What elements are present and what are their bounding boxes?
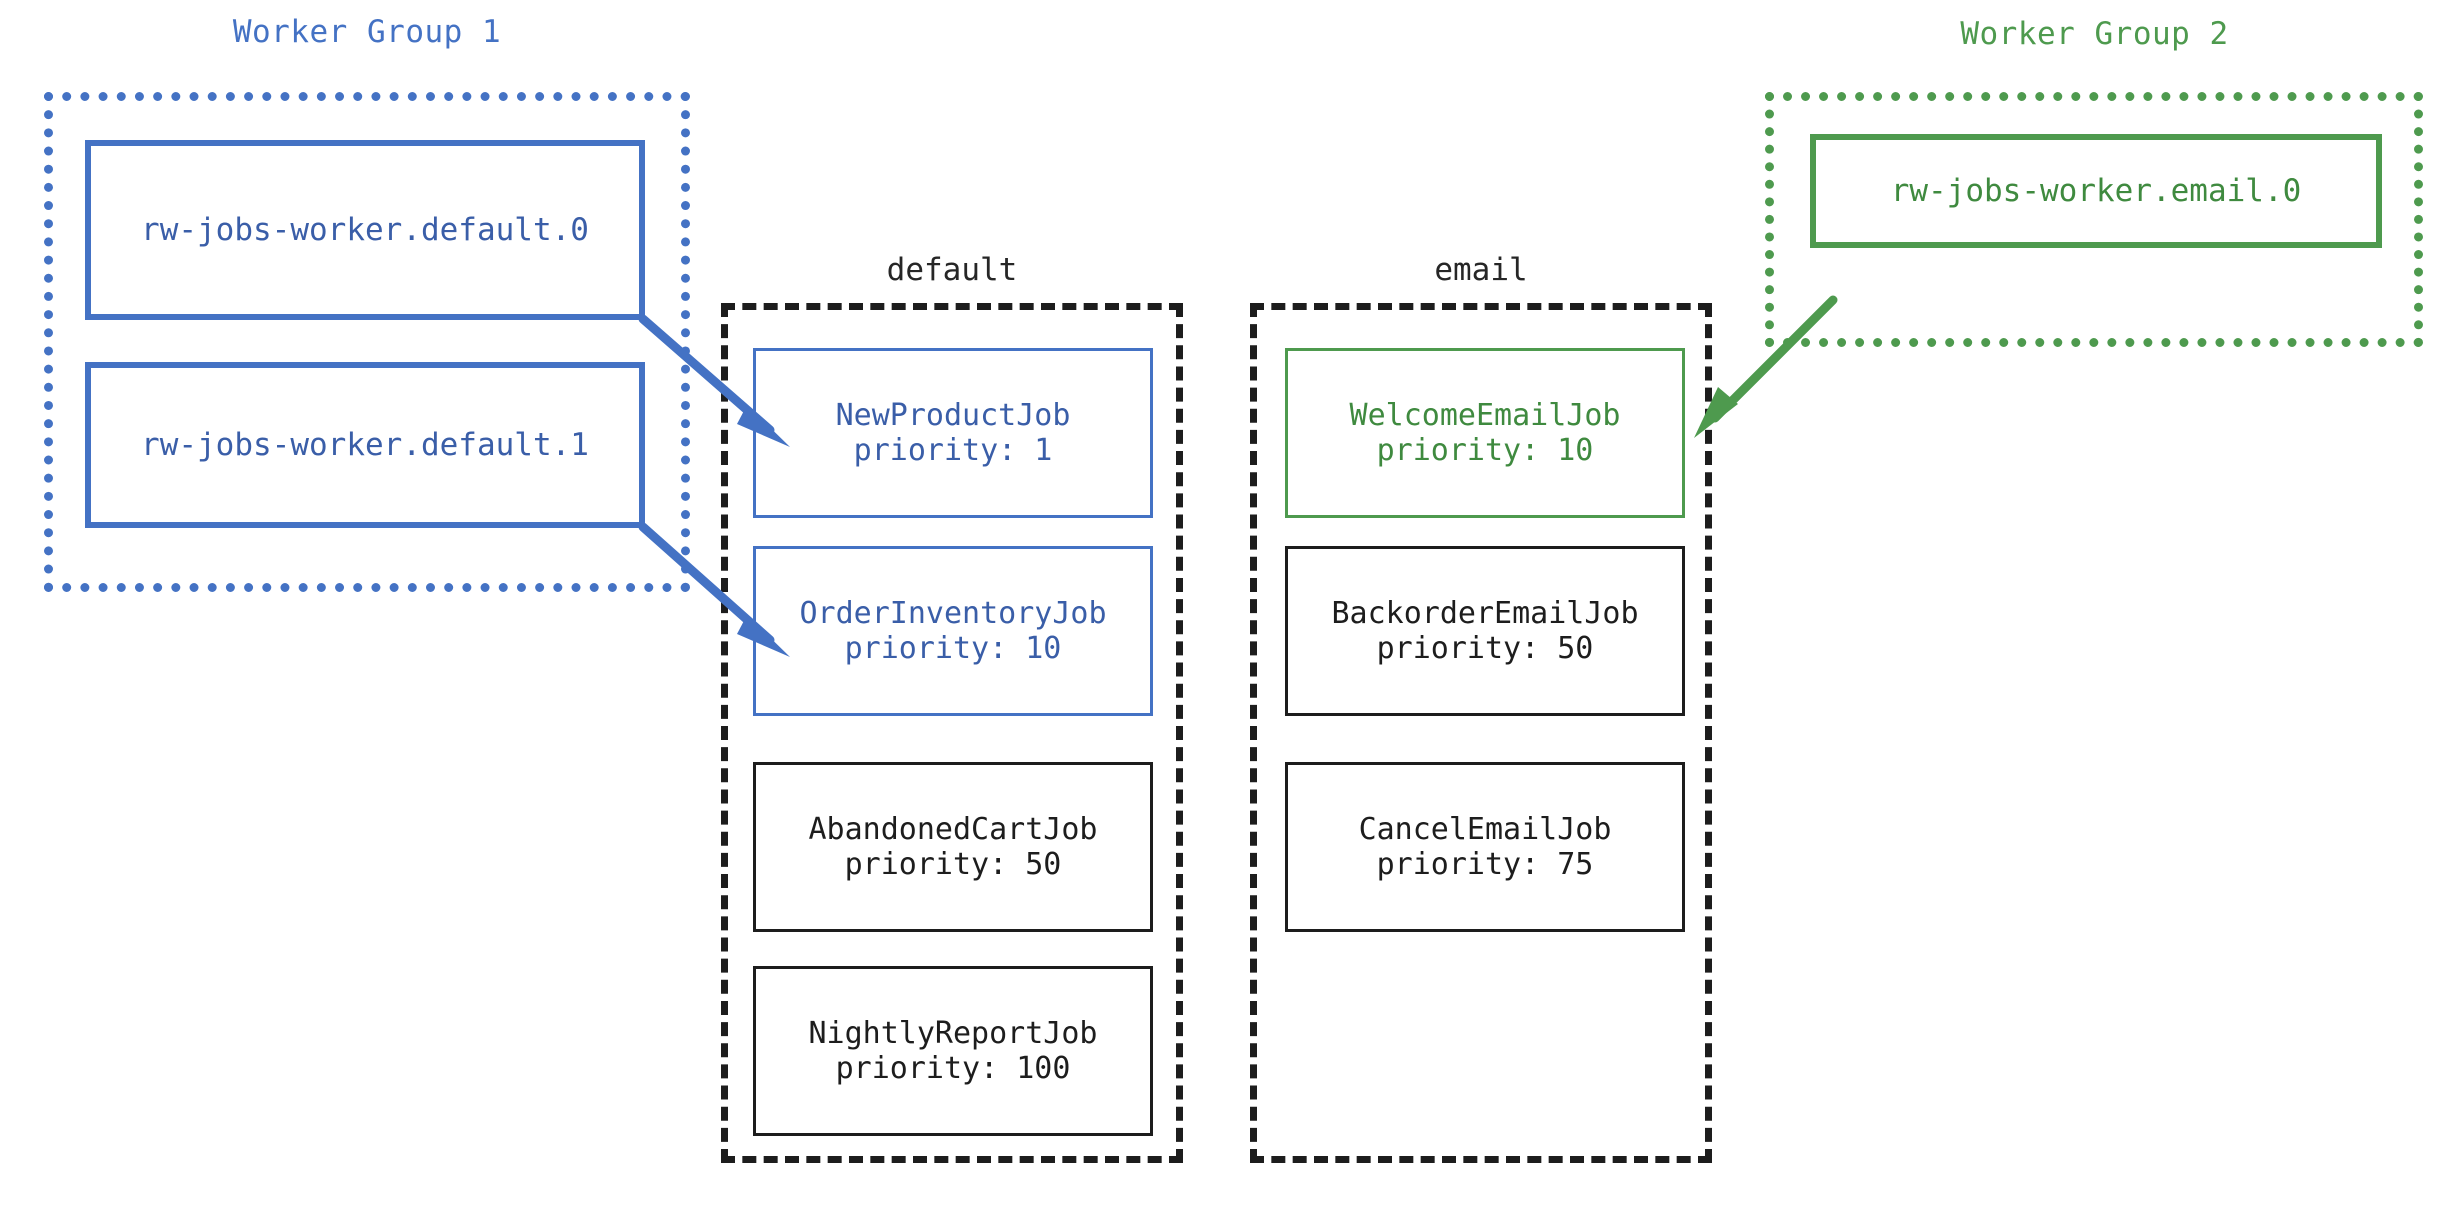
job-name: NightlyReportJob: [808, 1015, 1098, 1051]
worker-group-2-title: Worker Group 2: [1960, 16, 2229, 52]
worker-node-label: rw-jobs-worker.email.0: [1890, 173, 2302, 209]
job-name: BackorderEmailJob: [1331, 595, 1639, 631]
queue-container-email: [1250, 303, 1712, 1163]
queue-title-default: default: [886, 252, 1018, 288]
job-box-welcome-email-job[interactable]: WelcomeEmailJob priority: 10: [1285, 348, 1685, 518]
job-priority: priority: 100: [835, 1051, 1071, 1086]
worker-group-1-title: Worker Group 1: [232, 14, 502, 50]
job-priority: priority: 10: [1376, 433, 1594, 468]
queue-title-email: email: [1434, 252, 1528, 288]
worker-node-email-0[interactable]: rw-jobs-worker.email.0: [1810, 134, 2382, 248]
worker-group-2-container: [1765, 92, 2423, 347]
job-name: WelcomeEmailJob: [1349, 397, 1621, 433]
queue-container-default: [721, 303, 1183, 1163]
job-priority: priority: 10: [844, 631, 1062, 666]
job-name: CancelEmailJob: [1358, 811, 1612, 847]
worker-node-label: rw-jobs-worker.default.0: [141, 212, 589, 248]
job-box-order-inventory-job[interactable]: OrderInventoryJob priority: 10: [753, 546, 1153, 716]
job-priority: priority: 50: [1376, 631, 1594, 666]
job-priority: priority: 75: [1376, 847, 1594, 882]
job-box-nightly-report-job[interactable]: NightlyReportJob priority: 100: [753, 966, 1153, 1136]
job-name: NewProductJob: [835, 397, 1071, 433]
worker-node-default-0[interactable]: rw-jobs-worker.default.0: [85, 140, 645, 320]
job-priority: priority: 50: [844, 847, 1062, 882]
job-box-new-product-job[interactable]: NewProductJob priority: 1: [753, 348, 1153, 518]
job-box-cancel-email-job[interactable]: CancelEmailJob priority: 75: [1285, 762, 1685, 932]
job-name: AbandonedCartJob: [808, 811, 1098, 847]
job-priority: priority: 1: [853, 433, 1053, 468]
worker-node-label: rw-jobs-worker.default.1: [141, 427, 589, 463]
worker-node-default-1[interactable]: rw-jobs-worker.default.1: [85, 362, 645, 528]
job-box-backorder-email-job[interactable]: BackorderEmailJob priority: 50: [1285, 546, 1685, 716]
job-box-abandoned-cart-job[interactable]: AbandonedCartJob priority: 50: [753, 762, 1153, 932]
job-name: OrderInventoryJob: [799, 595, 1107, 631]
